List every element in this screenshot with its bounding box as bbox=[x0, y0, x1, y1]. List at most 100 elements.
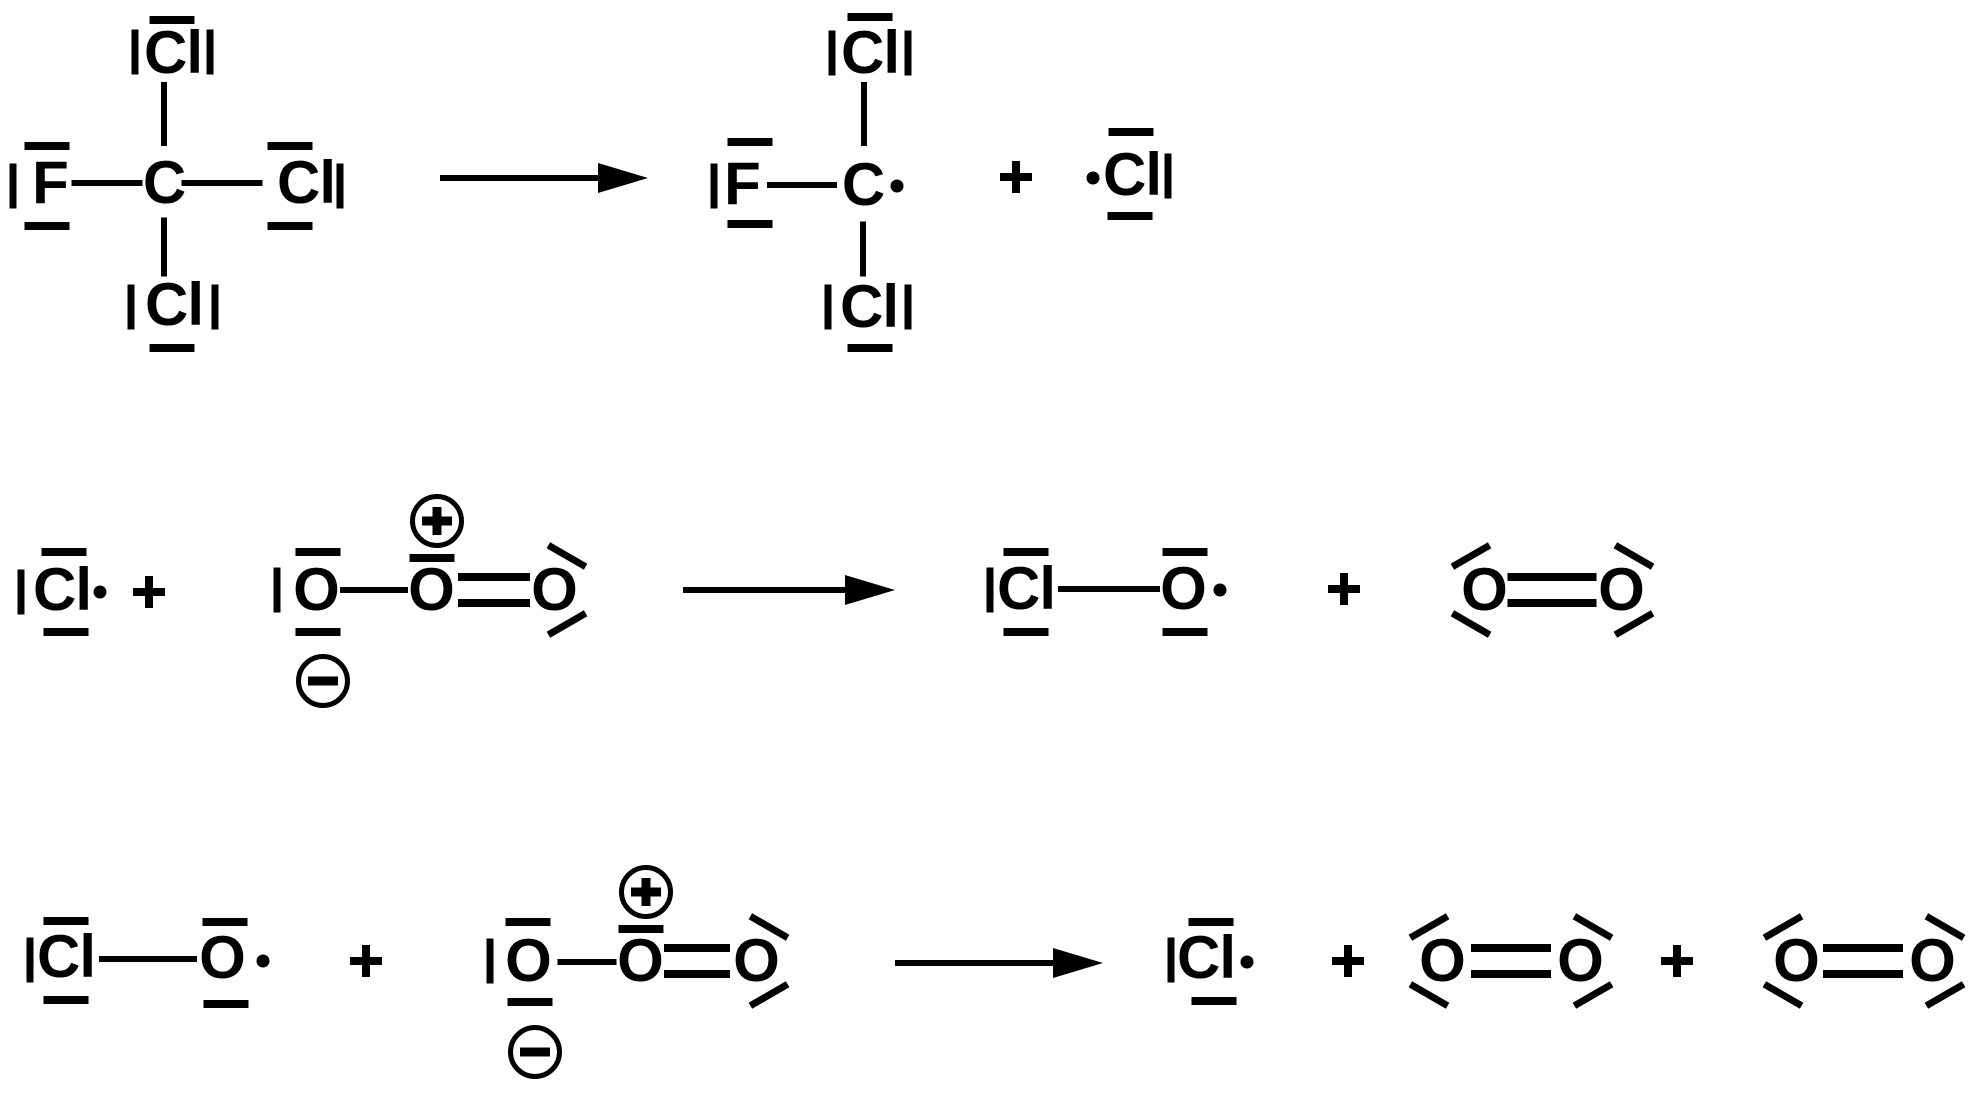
lone-pair bbox=[727, 138, 773, 146]
single-bond bbox=[767, 182, 837, 188]
lone-pair bbox=[211, 284, 219, 330]
atom-o: O bbox=[1461, 556, 1508, 623]
single-bond bbox=[557, 959, 617, 965]
lone-pair bbox=[203, 1000, 249, 1008]
atom-o: O bbox=[1419, 927, 1466, 994]
lone-pair bbox=[618, 925, 664, 933]
double-bond-line bbox=[1507, 599, 1597, 607]
lone-pair bbox=[267, 142, 313, 150]
atom-o: O bbox=[505, 927, 552, 994]
lone-pair bbox=[24, 222, 70, 230]
double-bond-line bbox=[664, 970, 730, 978]
lone-pair bbox=[202, 918, 248, 926]
single-bond bbox=[161, 82, 167, 146]
positive-charge-icon bbox=[619, 865, 673, 919]
atom-cl: Cl bbox=[144, 19, 203, 86]
lone-pair bbox=[727, 220, 773, 228]
atom-c: C bbox=[841, 151, 885, 218]
reaction-arrow-head bbox=[1053, 948, 1103, 978]
atom-o: O bbox=[408, 556, 455, 623]
double-bond-line bbox=[664, 944, 730, 952]
atom-o: O bbox=[617, 927, 664, 994]
atom-o: O bbox=[1598, 556, 1645, 623]
atom-f: F bbox=[32, 149, 69, 216]
double-bond-line bbox=[1471, 970, 1551, 978]
lone-pair bbox=[710, 163, 718, 209]
lone-pair bbox=[847, 13, 893, 21]
lone-pair bbox=[43, 917, 89, 925]
lone-pair bbox=[824, 284, 832, 330]
atom-f: F bbox=[724, 150, 761, 217]
lone-pair bbox=[26, 937, 34, 983]
atom-cl: Cl bbox=[277, 149, 336, 216]
lone-pair bbox=[1191, 997, 1237, 1005]
atom-o: O bbox=[1557, 927, 1604, 994]
lone-pair bbox=[986, 567, 994, 613]
lone-pair bbox=[273, 567, 281, 613]
single-bond bbox=[860, 221, 866, 277]
single-bond bbox=[71, 180, 143, 186]
atom-o: O bbox=[293, 556, 340, 623]
atom-cl: Cl bbox=[840, 273, 899, 340]
single-bond bbox=[99, 956, 197, 962]
lone-pair bbox=[1107, 212, 1153, 220]
lone-pair bbox=[131, 29, 139, 75]
single-bond bbox=[861, 82, 867, 146]
lone-pair bbox=[1188, 918, 1234, 926]
reaction-arrow-line bbox=[895, 960, 1057, 966]
lone-pair bbox=[41, 548, 87, 556]
lone-pair bbox=[828, 30, 836, 76]
atom-cl: Cl bbox=[33, 556, 92, 623]
single-bond bbox=[161, 217, 167, 277]
lone-pair bbox=[1162, 628, 1208, 636]
atom-o: O bbox=[733, 927, 780, 994]
lone-pair bbox=[149, 344, 195, 352]
lone-pair bbox=[43, 628, 89, 636]
radical-electron-dot bbox=[1240, 955, 1254, 969]
atom-cl: Cl bbox=[37, 923, 96, 990]
lone-pair bbox=[336, 163, 344, 209]
lone-pair bbox=[507, 998, 553, 1006]
lone-pair bbox=[1167, 937, 1175, 983]
atom-cl: Cl bbox=[841, 19, 900, 86]
lone-pair bbox=[847, 344, 893, 352]
lone-pair bbox=[1003, 628, 1049, 636]
negative-charge-icon bbox=[296, 654, 350, 708]
reaction-arrow-line bbox=[683, 587, 849, 593]
double-bond-line bbox=[1471, 944, 1551, 952]
lone-pair bbox=[9, 163, 17, 209]
lone-pair bbox=[43, 996, 89, 1004]
atom-o: O bbox=[1909, 927, 1956, 994]
plus-sign bbox=[350, 945, 382, 977]
double-bond-line bbox=[458, 573, 530, 581]
radical-electron-dot bbox=[93, 585, 107, 599]
reaction-arrow-head bbox=[598, 163, 648, 193]
atom-o: O bbox=[1160, 555, 1207, 622]
plus-sign bbox=[1328, 573, 1360, 605]
atom-cl: Cl bbox=[1103, 141, 1162, 208]
double-bond-line bbox=[1823, 944, 1903, 952]
lone-pair bbox=[904, 284, 912, 330]
plus-sign bbox=[133, 576, 165, 608]
lone-pair bbox=[295, 628, 341, 636]
double-bond-line bbox=[458, 599, 530, 607]
radical-electron-dot bbox=[1213, 583, 1227, 597]
lone-pair bbox=[904, 30, 912, 76]
single-bond bbox=[181, 180, 263, 186]
atom-cl: Cl bbox=[145, 271, 204, 338]
reaction-arrow-head bbox=[845, 575, 895, 605]
lone-pair bbox=[149, 16, 195, 24]
double-bond-line bbox=[1823, 970, 1903, 978]
lone-pair bbox=[206, 29, 214, 75]
lone-pair bbox=[505, 918, 551, 926]
lone-pair bbox=[17, 569, 25, 615]
lone-pair bbox=[1108, 128, 1154, 136]
atom-c: C bbox=[142, 149, 186, 216]
atom-cl: Cl bbox=[997, 555, 1056, 622]
double-bond-line bbox=[1507, 573, 1597, 581]
plus-sign bbox=[1000, 161, 1032, 193]
lone-pair bbox=[1003, 548, 1049, 556]
radical-electron-dot bbox=[890, 179, 904, 193]
negative-charge-icon bbox=[508, 1025, 562, 1079]
